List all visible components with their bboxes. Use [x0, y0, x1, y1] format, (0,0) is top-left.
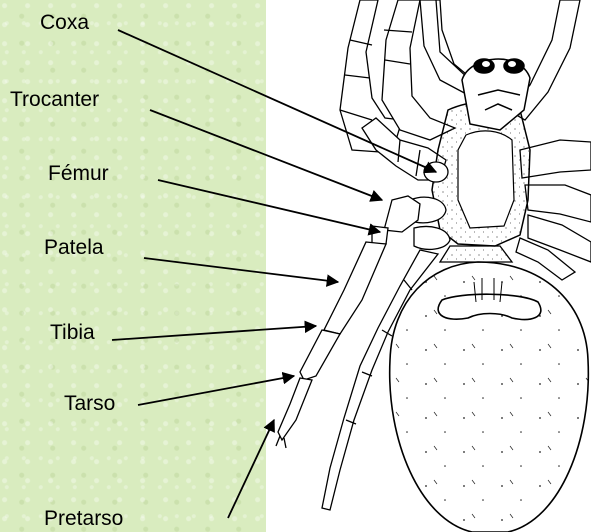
tarso-pointer [138, 376, 294, 405]
abdomen [390, 262, 589, 532]
label-trocanter: Trocanter [10, 89, 99, 110]
femur-pointer [158, 180, 380, 232]
pretarso-pointer [228, 420, 274, 518]
label-coxa: Coxa [40, 12, 89, 33]
label-pretarso: Pretarso [44, 508, 123, 529]
label-patela: Patela [44, 237, 104, 258]
label-tibia: Tibia [50, 322, 95, 343]
tibia-pointer [112, 326, 316, 340]
label-femur: Fémur [48, 163, 109, 184]
label-tarso: Tarso [64, 393, 115, 414]
pedicel [440, 246, 512, 262]
patela-pointer [144, 258, 338, 282]
